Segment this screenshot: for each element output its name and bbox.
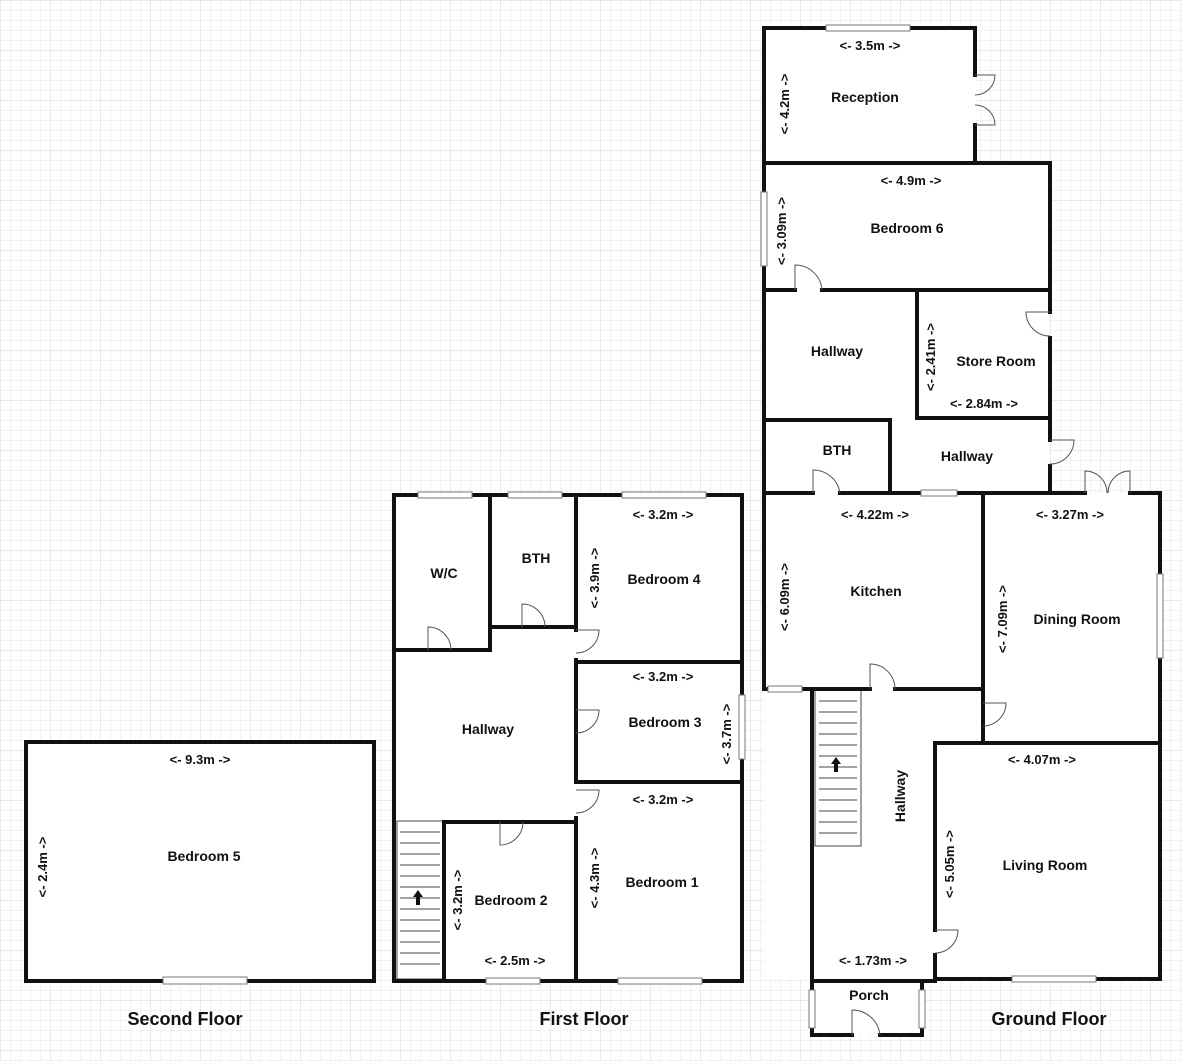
- bedroom6-height-dimension: <- 3.09m ->: [774, 197, 789, 265]
- stair-arrow-icon: [413, 890, 423, 905]
- reception-height-dimension: <- 4.2m ->: [777, 73, 792, 134]
- window: [920, 489, 958, 497]
- bedroom5-height-dimension: <- 2.4m ->: [35, 836, 50, 897]
- middle-block-fill: [764, 163, 1050, 493]
- room-label-bedroom5: Bedroom 5: [167, 848, 240, 864]
- door-swing: [812, 469, 841, 494]
- door-swing: [851, 1009, 881, 1036]
- window: [825, 24, 911, 32]
- room-label-hallway-mid: Hallway: [941, 448, 993, 464]
- reception-fill: [764, 28, 976, 162]
- door-swing: [1049, 439, 1075, 465]
- bedroom5-outline: [24, 740, 376, 983]
- porch-fill: [812, 981, 922, 1035]
- dining-room-height-dimension: <- 7.09m ->: [995, 585, 1010, 653]
- first-floor: W/C BTH Bedroom 4 <- 3.2m -> <- 3.9m -> …: [392, 491, 746, 1029]
- room-label-store-room: Store Room: [956, 353, 1035, 369]
- stairs: [814, 689, 862, 847]
- room-label-bth: BTH: [522, 550, 551, 566]
- door-swing: [1107, 470, 1131, 494]
- stair-arrow-icon: [831, 757, 841, 772]
- door-swing: [1084, 470, 1108, 494]
- room-label-living-room: Living Room: [1003, 857, 1088, 873]
- dining-room-width-dimension: <- 3.27m ->: [1036, 507, 1104, 522]
- door-swing: [1025, 311, 1051, 337]
- room-label-dining-room: Dining Room: [1033, 611, 1120, 627]
- room-label-bedroom3: Bedroom 3: [628, 714, 701, 730]
- window: [507, 491, 563, 499]
- door-swing: [794, 264, 823, 291]
- store-room-height-dimension: <- 2.41m ->: [923, 323, 938, 391]
- window: [621, 491, 707, 499]
- window: [1156, 573, 1164, 659]
- living-room-height-dimension: <- 5.05m ->: [942, 830, 957, 898]
- bedroom1-width-dimension: <- 3.2m ->: [633, 792, 694, 807]
- room-label-hallway-main: Hallway: [892, 770, 908, 822]
- door-swing: [974, 104, 996, 126]
- bedroom2-width-dimension: <- 2.5m ->: [485, 953, 546, 968]
- room-label-bedroom4: Bedroom 4: [627, 571, 700, 587]
- room-label-wc: W/C: [430, 565, 457, 581]
- floor-title-first: First Floor: [540, 1009, 629, 1029]
- bedroom5-width-dimension: <- 9.3m ->: [170, 752, 231, 767]
- room-label-kitchen: Kitchen: [850, 583, 901, 599]
- door-swing: [499, 821, 524, 846]
- window: [417, 491, 473, 499]
- bedroom3-width-dimension: <- 3.2m ->: [633, 669, 694, 684]
- ground-floor: Reception <- 3.5m -> <- 4.2m -> Bedroom …: [760, 24, 1164, 1037]
- room-label-bedroom1: Bedroom 1: [625, 874, 698, 890]
- living-room-width-dimension: <- 4.07m ->: [1008, 752, 1076, 767]
- reception-width-dimension: <- 3.5m ->: [840, 38, 901, 53]
- door-swing: [575, 709, 600, 734]
- window: [1011, 975, 1097, 983]
- bedroom2-height-dimension: <- 3.2m ->: [450, 869, 465, 930]
- window: [738, 694, 746, 760]
- room-label-hallway: Hallway: [462, 721, 514, 737]
- kitchen-height-dimension: <- 6.09m ->: [777, 563, 792, 631]
- room-label-bedroom2: Bedroom 2: [474, 892, 547, 908]
- door-swing: [974, 74, 996, 96]
- first-floor-fill: [394, 495, 742, 981]
- room-label-bedroom6: Bedroom 6: [870, 220, 943, 236]
- window: [162, 976, 248, 985]
- door-swing: [521, 603, 546, 628]
- window: [760, 191, 768, 267]
- kitchen-width-dimension: <- 4.22m ->: [841, 507, 909, 522]
- window: [617, 977, 703, 985]
- door-swing: [934, 929, 959, 954]
- floor-title-second: Second Floor: [127, 1009, 242, 1029]
- door-swing: [427, 626, 452, 651]
- door-swing: [575, 789, 600, 814]
- bedroom1-height-dimension: <- 4.3m ->: [587, 847, 602, 908]
- hallway-width-dimension: <- 1.73m ->: [839, 953, 907, 968]
- room-label-hallway-upper: Hallway: [811, 343, 863, 359]
- window: [808, 989, 816, 1029]
- bedroom6-width-dimension: <- 4.9m ->: [881, 173, 942, 188]
- window: [485, 977, 541, 985]
- bedroom4-width-dimension: <- 3.2m ->: [633, 507, 694, 522]
- door-swing: [575, 629, 600, 654]
- room-label-porch: Porch: [849, 987, 889, 1003]
- second-floor: <- 9.3m -> <- 2.4m -> Bedroom 5 Second F…: [24, 740, 376, 1029]
- window: [767, 685, 803, 693]
- bedroom3-height-dimension: <- 3.7m ->: [719, 703, 734, 764]
- store-room-width-dimension: <- 2.84m ->: [950, 396, 1018, 411]
- floor-title-ground: Ground Floor: [992, 1009, 1107, 1029]
- door-swing: [869, 663, 896, 690]
- room-label-reception: Reception: [831, 89, 899, 105]
- door-swing: [982, 702, 1007, 727]
- bedroom4-height-dimension: <- 3.9m ->: [587, 547, 602, 608]
- room-label-bth-ground: BTH: [823, 442, 852, 458]
- window: [918, 989, 926, 1029]
